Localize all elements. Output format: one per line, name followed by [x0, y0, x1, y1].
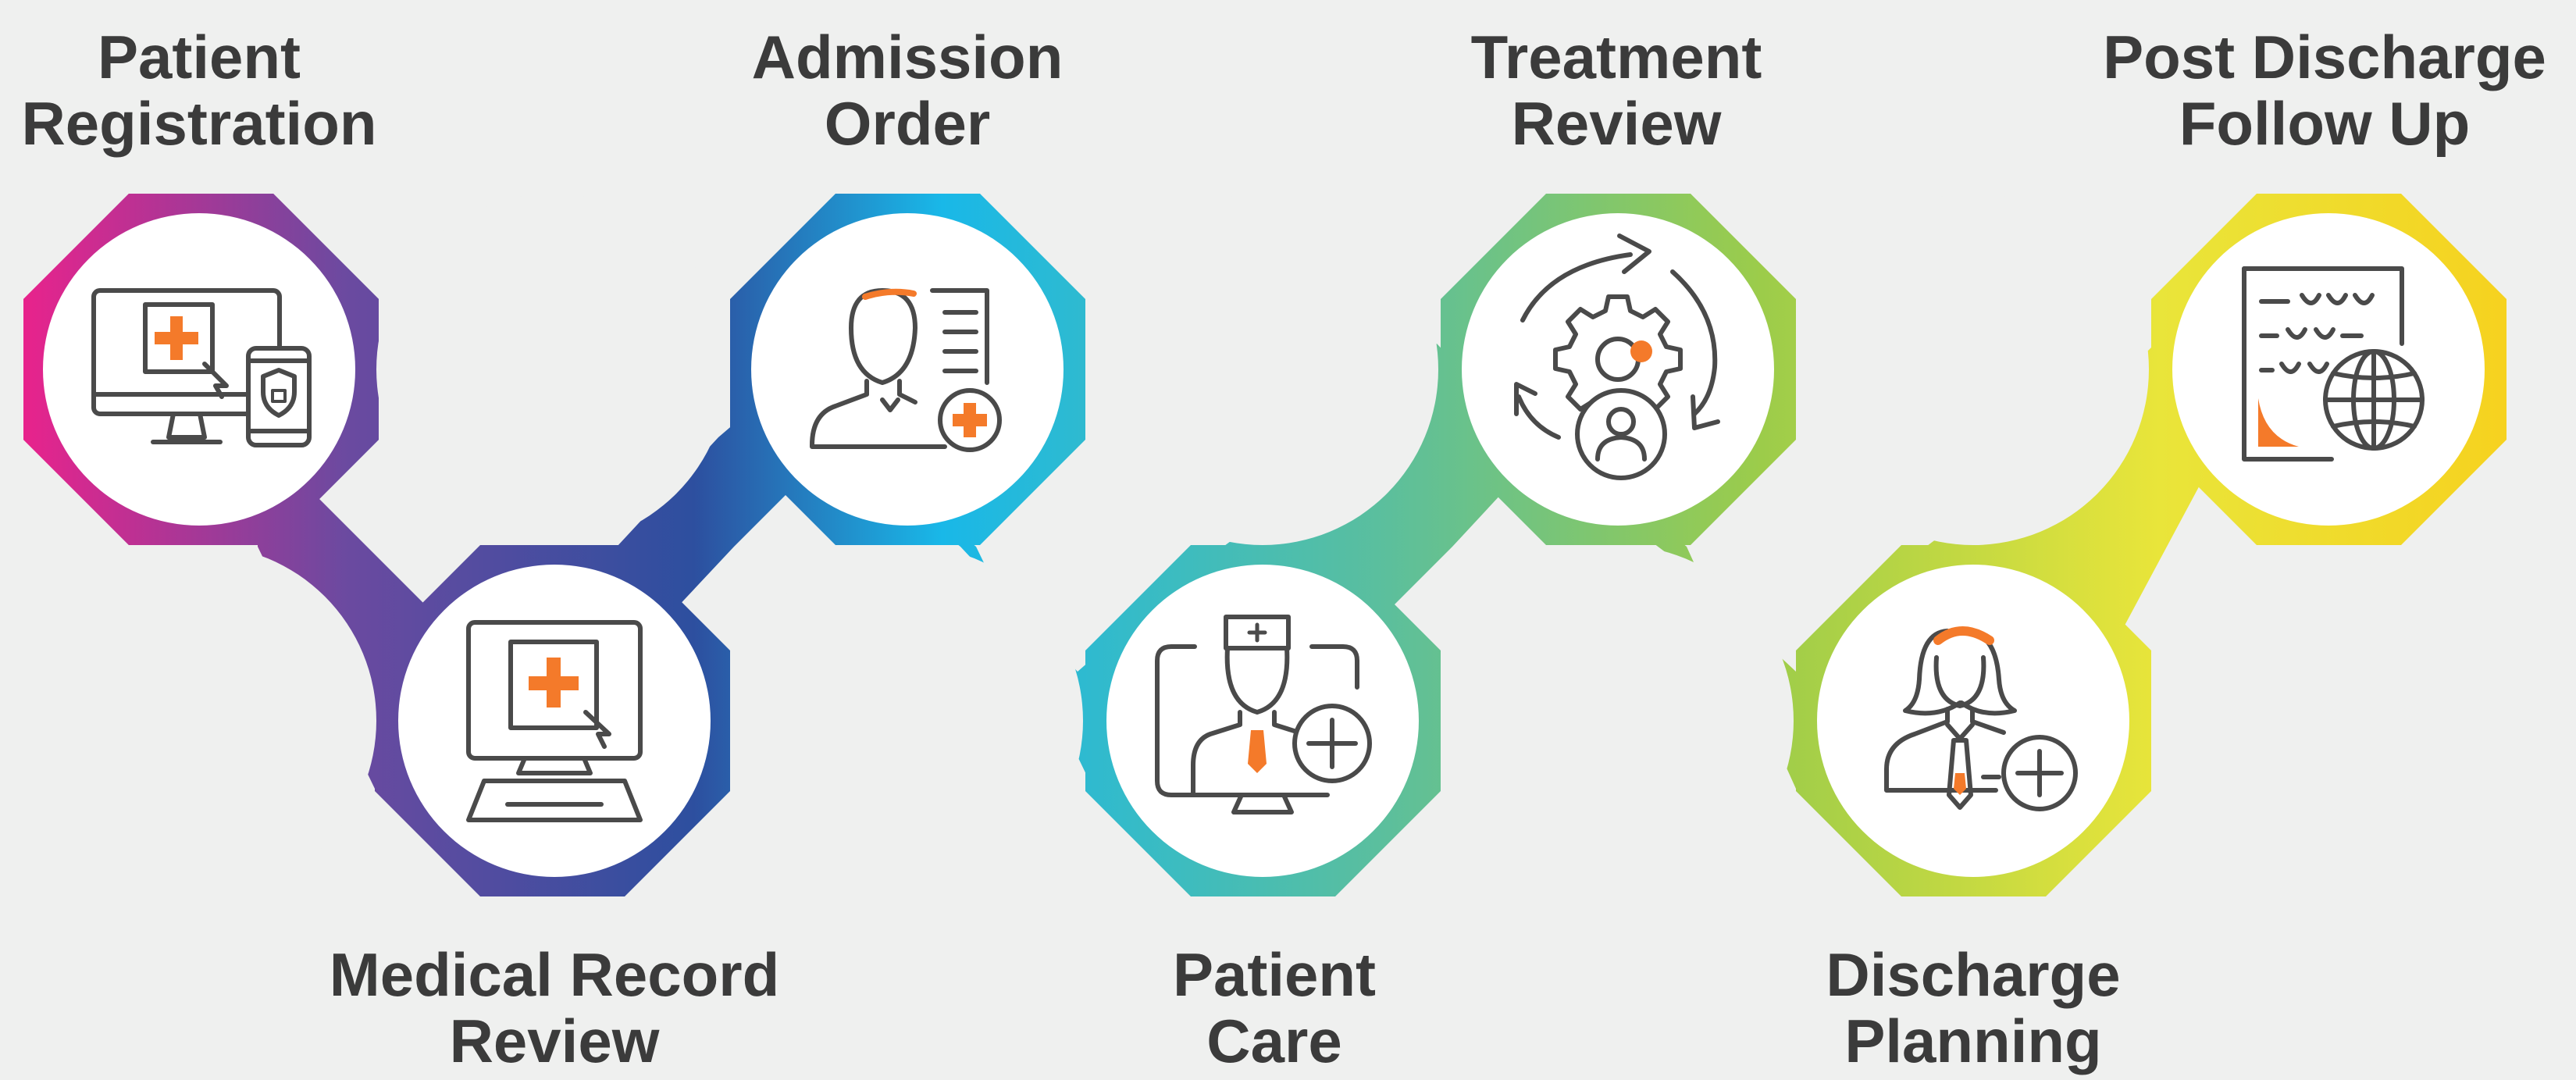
step-2-label-line2: Review [450, 1007, 660, 1075]
step-7-label-line2: Follow Up [2179, 89, 2471, 158]
computer-medical-record-icon [466, 620, 643, 822]
step-1-label-line2: Registration [21, 89, 376, 158]
step-1-label-line1: Patient [98, 23, 301, 91]
step-3-label-line1: Admission [752, 23, 1064, 91]
step-6-label-line1: Discharge [1826, 940, 2120, 1009]
step-4-circle [1106, 565, 1419, 877]
nurse-plus-icon [1884, 626, 2078, 811]
step-7-circle [2172, 213, 2485, 526]
computer-phone-medical-icon [91, 288, 312, 447]
wave-cutouts [25, 194, 2504, 896]
step-7-label-line1: Post Discharge [2103, 23, 2546, 91]
doctor-monitor-icon [1155, 615, 1372, 814]
step-4-label-line2: Care [1206, 1007, 1341, 1075]
step-3-circle [751, 213, 1064, 526]
step-5-label-line2: Review [1512, 89, 1722, 158]
step-5-circle [1462, 213, 1774, 526]
step-5-label-line1: Treatment [1471, 23, 1762, 91]
step-4-label-line1: Patient [1173, 940, 1376, 1009]
step-2-label-line1: Medical Record [330, 940, 780, 1009]
step-3-label-line2: Order [825, 89, 990, 158]
step-6-label-line2: Planning [1844, 1007, 2101, 1075]
document-globe-icon [2242, 266, 2425, 462]
step-2-circle [398, 565, 711, 877]
step-labels: Patient Registration Medical Record Revi… [21, 23, 2546, 1075]
gear-cycle-person-icon [1514, 233, 1720, 480]
doctor-document-icon [810, 288, 1002, 452]
